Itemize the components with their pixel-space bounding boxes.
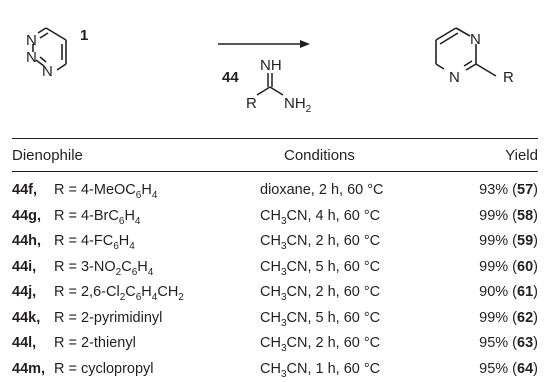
amidine-bond [256,86,271,96]
triazine-bond [37,27,47,34]
conditions: CH3CN, 1 h, 60 °C [260,360,381,380]
table-row: 44i, R = 3-NO2C6H4 CH3CN, 5 h, 60 °C 99% (6… [12,255,538,281]
substituent-r: R = 2-pyrimidinyl [54,309,163,326]
table-body: 44f, R = 4-MeOC6H4 dioxane, 2 h, 60 °C 93% … [12,172,538,382]
reaction-scheme: N N N 1 44 NH R NH2 [0,0,546,140]
amidine-bond [269,86,284,96]
amidine-structure [256,73,284,96]
substituent-r: R = 2,6-Cl2C6H4CH2 [54,284,184,303]
conditions: dioxane, 2 h, 60 °C [260,182,384,198]
pyrimidine-bond [475,63,497,77]
triazine-bond [45,27,67,41]
substituent-r: R = 4-MeOC6H4 [54,182,158,201]
substituent-r: R = cyclopropyl [54,360,154,377]
conditions: CH3CN, 5 h, 60 °C [260,309,381,329]
table-row: 44h, R = 4-FC6H4 CH3CN, 2 h, 60 °C 99% (59) [12,229,538,255]
triazine-bond [56,63,67,71]
triazine-bond [39,32,49,39]
triazine-bond [39,56,47,63]
pyrimidine-bond [455,27,471,37]
yield: 99% (58) [479,207,538,224]
triazine-atom-n: N [26,32,37,49]
pyrimidine-bond [435,63,445,70]
conditions: CH3CN, 2 h, 60 °C [260,284,381,303]
pyrimidine-bond [465,63,477,71]
table-row: 44g, R = 4-BrC6H4 CH3CN, 4 h, 60 °C 99% (58… [12,204,538,230]
reactant-id: 1 [80,27,88,44]
dienophile-id: 44h, [12,233,42,249]
table-row: 44f, R = 4-MeOC6H4 dioxane, 2 h, 60 °C 93% … [12,178,538,204]
triazine-atom-n: N [42,63,53,80]
header-conditions: Conditions [284,147,355,164]
dienophile-id: 44f, [12,182,37,198]
pyrimidine-r: R [503,69,514,86]
substituent-r: R = 4-BrC6H4 [54,207,141,227]
dienophile-id: 44l, [12,335,37,351]
amidine-r: R [246,95,257,112]
yield: 93% (57) [479,182,538,198]
pyrimidine-bond [439,32,459,45]
pyrimidine-bond [463,60,473,67]
amidine-nh2: NH2 [284,95,312,115]
table-top-rule [12,138,538,139]
results-table: Dienophile Conditions Yield 44f, R = 4-Me… [12,138,538,382]
substituent-r: R = 4-FC6H4 [54,233,135,252]
conditions: CH3CN, 2 h, 60 °C [260,335,381,354]
triazine-bond [35,59,45,67]
header-dienophile: Dienophile [12,147,83,164]
table-header-rule [12,171,538,172]
yield: 99% (60) [479,258,538,275]
reaction-scheme-drawing: N N N 1 44 NH R NH2 [26,27,514,115]
yield: 90% (61) [479,284,538,300]
reaction-arrow [218,40,310,48]
table-row: 44l, R = 2-thienyl CH3CN, 2 h, 60 °C 95% (6… [12,331,538,357]
table-row: 44j, R = 2,6-Cl2C6H4CH2 CH3CN, 2 h, 60 °C 9… [12,280,538,306]
pyrimidine-structure [435,27,497,77]
dienophile-id: 44m, [12,360,46,377]
dienophile-id: 44k, [12,309,41,326]
dienophile-id: 44i, [12,258,37,275]
table-row: 44k, R = 2-pyrimidinyl CH3CN, 5 h, 60 °C 99… [12,306,538,332]
amidine-nh: NH [260,57,282,74]
header-yield: Yield [505,147,538,164]
reagent-id: 44 [222,69,239,86]
conditions: CH3CN, 5 h, 60 °C [260,258,381,278]
yield: 99% (62) [479,309,538,326]
pyrimidine-bond [435,27,457,41]
pyrimidine-atom-n: N [470,31,481,48]
conditions: CH3CN, 4 h, 60 °C [260,207,381,227]
conditions: CH3CN, 2 h, 60 °C [260,233,381,252]
substituent-r: R = 2-thienyl [54,335,136,351]
pyrimidine-atom-n: N [449,69,460,86]
triazine-structure [32,27,67,71]
triazine-atom-n: N [26,49,37,66]
substituent-r: R = 3-NO2C6H4 [54,258,154,278]
yield: 99% (59) [479,233,538,249]
table-header: Dienophile Conditions Yield [12,139,538,171]
dienophile-id: 44g, [12,207,42,224]
yield: 95% (64) [479,360,538,377]
yield: 95% (63) [479,335,538,351]
table-row: 44m, R = cyclopropyl CH3CN, 1 h, 60 °C 95% … [12,357,538,382]
dienophile-id: 44j, [12,284,37,300]
